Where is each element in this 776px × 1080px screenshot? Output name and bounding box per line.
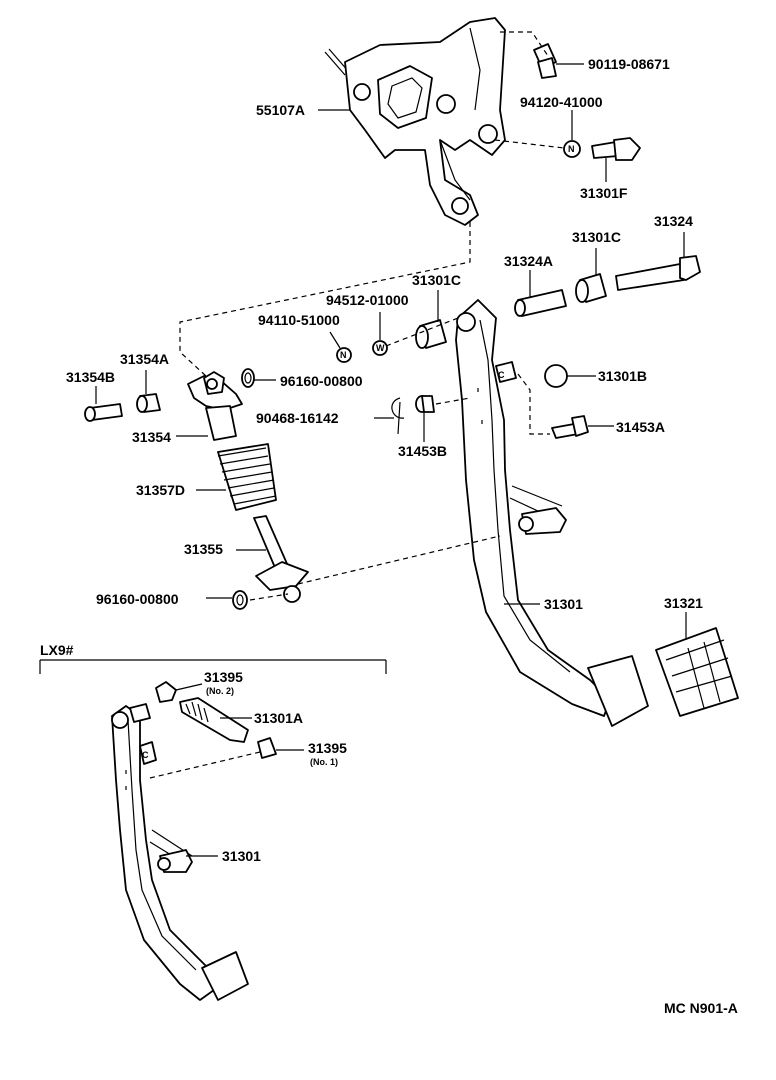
clutch-pedal-main: C [455, 299, 649, 727]
label-31354B: 31354B [66, 369, 115, 385]
label-31354A: 31354A [120, 351, 169, 367]
label-94110-51000: 94110-51000 [258, 312, 340, 328]
spring-31357D [196, 443, 277, 511]
washer-96160-b [206, 590, 248, 610]
svg-text:W: W [376, 343, 385, 353]
pin-31354B [84, 386, 123, 422]
label-94512-01000: 94512-01000 [326, 292, 409, 308]
label-31395-no1: 31395 [308, 740, 347, 756]
bolt-90119 [533, 43, 584, 79]
label-31355: 31355 [184, 541, 223, 557]
spring-31301A [179, 697, 252, 743]
label-no2: (No. 2) [206, 686, 234, 696]
rod-31355 [236, 515, 309, 603]
clip-90468 [374, 397, 405, 435]
svg-text:C: C [142, 750, 149, 760]
bushing-31354A [136, 370, 161, 413]
pedal-bracket [324, 17, 506, 226]
label-31301C-b: 31301C [412, 272, 461, 288]
assembly-lines [179, 31, 565, 601]
label-31354: 31354 [132, 429, 171, 445]
label-31321: 31321 [664, 595, 703, 611]
clutch-pedal-lx9: C [111, 703, 249, 1001]
svg-text:N: N [340, 350, 347, 360]
bolt-31301F [591, 137, 641, 182]
collar-31301C-b [415, 290, 447, 349]
pedal-pad-31321 [655, 627, 739, 717]
label-96160-00800-a: 96160-00800 [280, 373, 363, 389]
label-31301: 31301 [544, 596, 583, 612]
label-31301B: 31301B [598, 368, 647, 384]
svg-text:N: N [568, 144, 575, 154]
label-no1: (No. 1) [310, 757, 338, 767]
collar-31301C-a [575, 248, 607, 303]
pin-31453B [415, 395, 435, 442]
leaders [318, 109, 687, 640]
label-55107A: 55107A [256, 102, 305, 118]
label-31301F: 31301F [580, 185, 628, 201]
label-31301-lx9: 31301 [222, 848, 261, 864]
sleeve-31324A [514, 270, 567, 317]
washer-94512: W [372, 312, 388, 356]
label-31395-no2: 31395 [204, 669, 243, 685]
stopper-31395-no1 [149, 737, 304, 779]
nut-94110: N [329, 331, 352, 363]
bolt-31324 [615, 232, 701, 291]
stopper-31301B [544, 364, 596, 388]
label-94120-41000: 94120-41000 [520, 94, 603, 110]
bolt-31453A [551, 415, 614, 439]
svg-text:C: C [498, 370, 505, 380]
label-90119-08671: 90119-08671 [588, 56, 670, 72]
clevis-31354 [176, 371, 243, 441]
label-lx9: LX9# [40, 642, 74, 658]
lx9-bracket [39, 659, 387, 674]
label-31453A: 31453A [616, 419, 665, 435]
washer-96160-a [241, 368, 276, 388]
stopper-31395-no2 [155, 681, 203, 703]
label-96160-00800-b: 96160-00800 [96, 591, 179, 607]
nut-94120: N [563, 110, 581, 158]
label-31301C-a: 31301C [572, 229, 621, 245]
label-31324: 31324 [654, 213, 693, 229]
diagram-code: MC N901-A [664, 1000, 738, 1016]
label-31324A: 31324A [504, 253, 553, 269]
label-31453B: 31453B [398, 443, 447, 459]
label-90468-16142: 90468-16142 [256, 410, 339, 426]
label-31357D: 31357D [136, 482, 185, 498]
label-31301A: 31301A [254, 710, 303, 726]
